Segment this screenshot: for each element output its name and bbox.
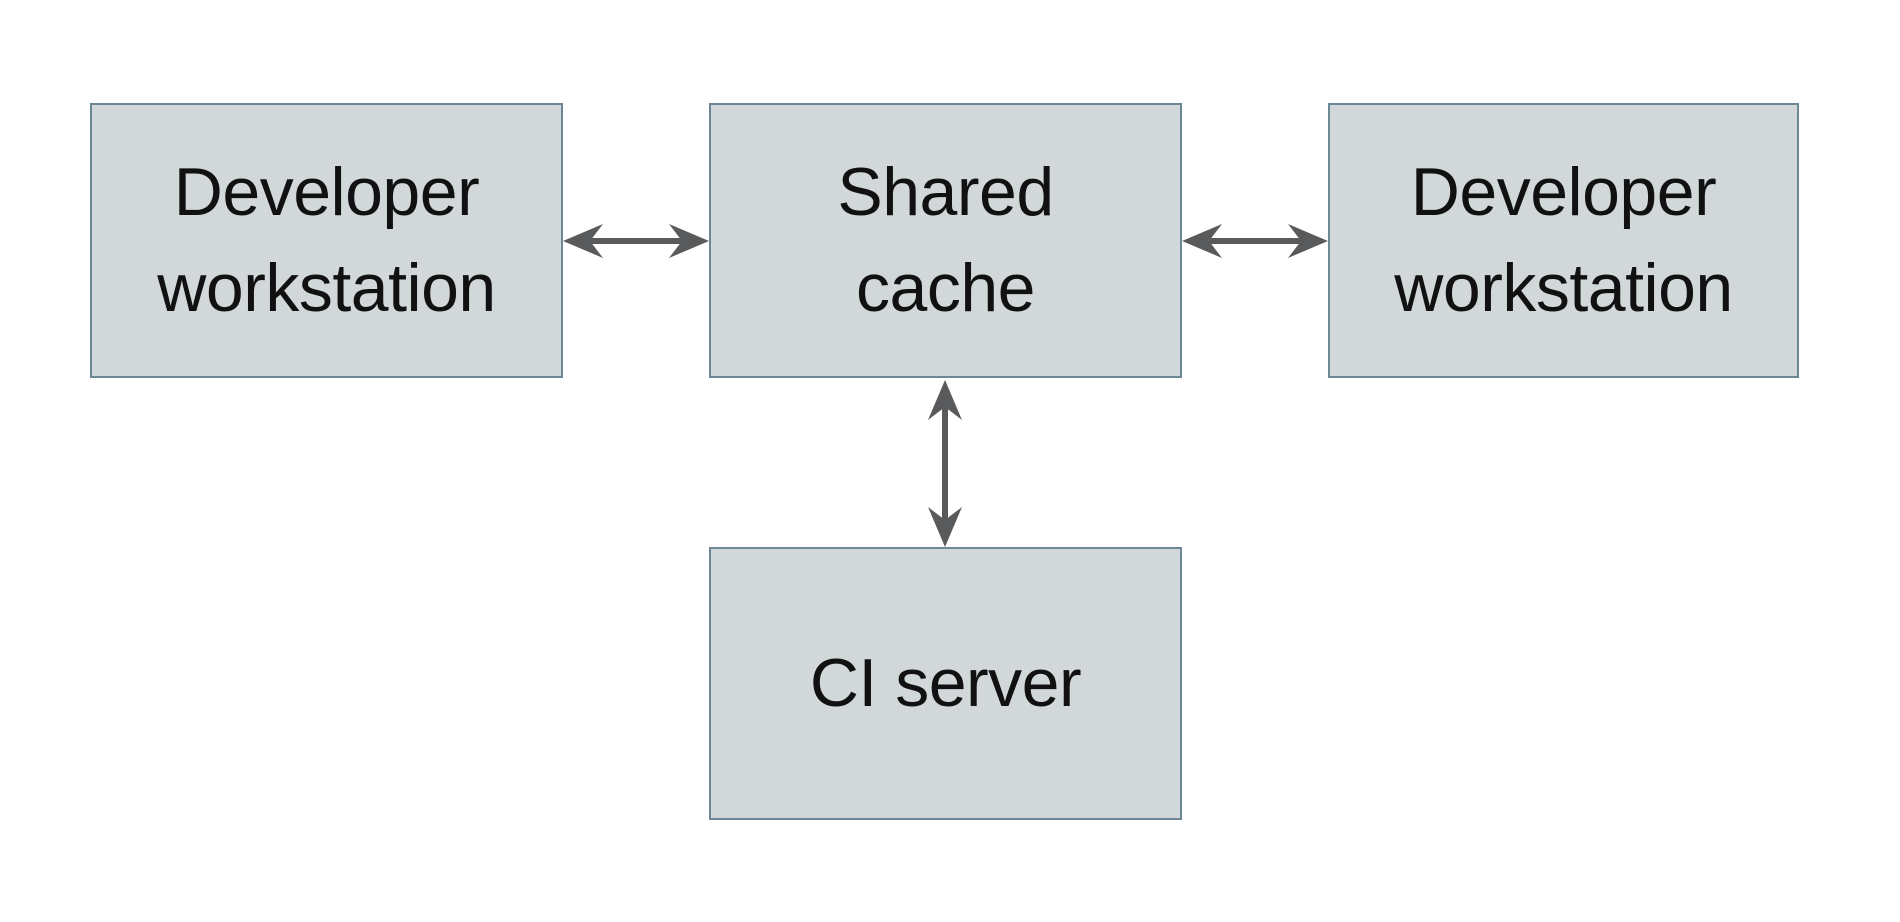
arrow-cache-devright	[1182, 224, 1328, 258]
node-developer-workstation-left: Developer workstation	[90, 103, 563, 378]
node-label-ci-server: CI server	[809, 644, 1082, 721]
arrow-cache-ciserver	[928, 380, 962, 547]
node-developer-workstation-right: Developer workstation	[1328, 103, 1799, 378]
node-label-developer-workstation-right: Developer workstation	[1394, 154, 1733, 326]
arrow-devleft-cache	[563, 224, 709, 258]
node-shared-cache: Shared cache	[709, 103, 1182, 378]
node-label-developer-workstation-left: Developer workstation	[157, 154, 496, 326]
node-label-shared-cache: Shared cache	[837, 154, 1054, 326]
node-ci-server: CI server	[709, 547, 1182, 820]
